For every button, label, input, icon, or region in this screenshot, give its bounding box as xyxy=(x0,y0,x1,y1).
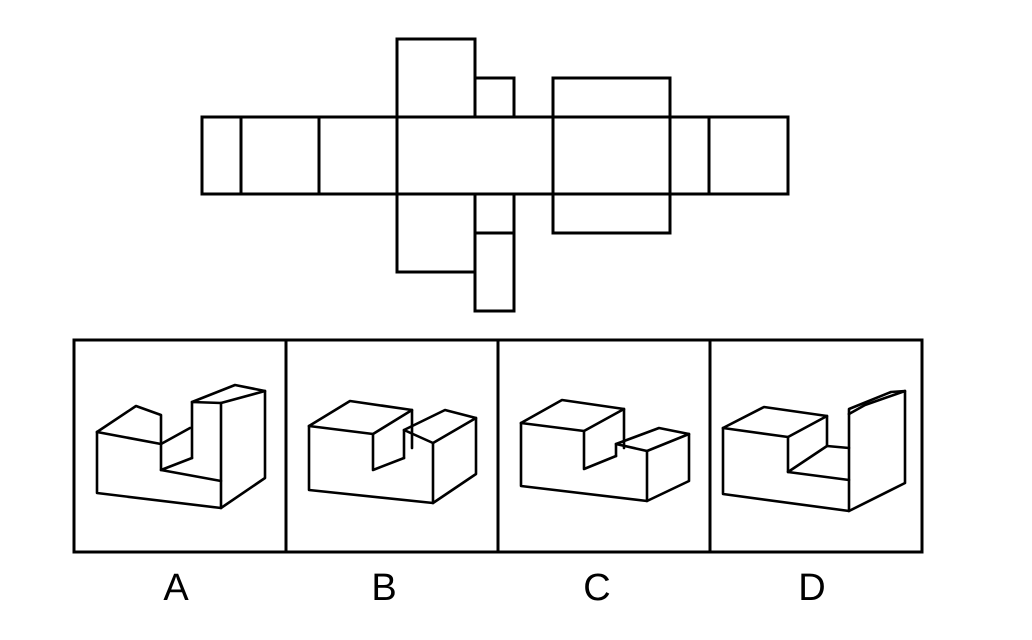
option-d-solid[interactable] xyxy=(721,389,907,513)
unfolded-net xyxy=(200,37,790,313)
net-bottom-flap-large xyxy=(395,192,477,274)
option-a-label[interactable]: A xyxy=(163,567,189,609)
net-bottom-flap-tall xyxy=(473,231,516,313)
options-frame xyxy=(72,338,924,554)
net-bottom-flap-small xyxy=(473,192,516,235)
option-a-solid[interactable] xyxy=(95,383,267,510)
option-b-label[interactable]: B xyxy=(371,567,397,609)
option-c-label[interactable]: C xyxy=(583,567,611,609)
option-b-solid[interactable] xyxy=(307,399,478,505)
option-d-label[interactable]: D xyxy=(798,567,826,609)
net-top-flap-right xyxy=(551,76,672,119)
net-top-flap-small xyxy=(473,76,516,119)
net-top-flap-large xyxy=(395,37,477,119)
net-main-strip xyxy=(200,115,790,196)
option-c-solid[interactable] xyxy=(519,398,691,503)
net-bottom-flap-right xyxy=(551,192,672,235)
